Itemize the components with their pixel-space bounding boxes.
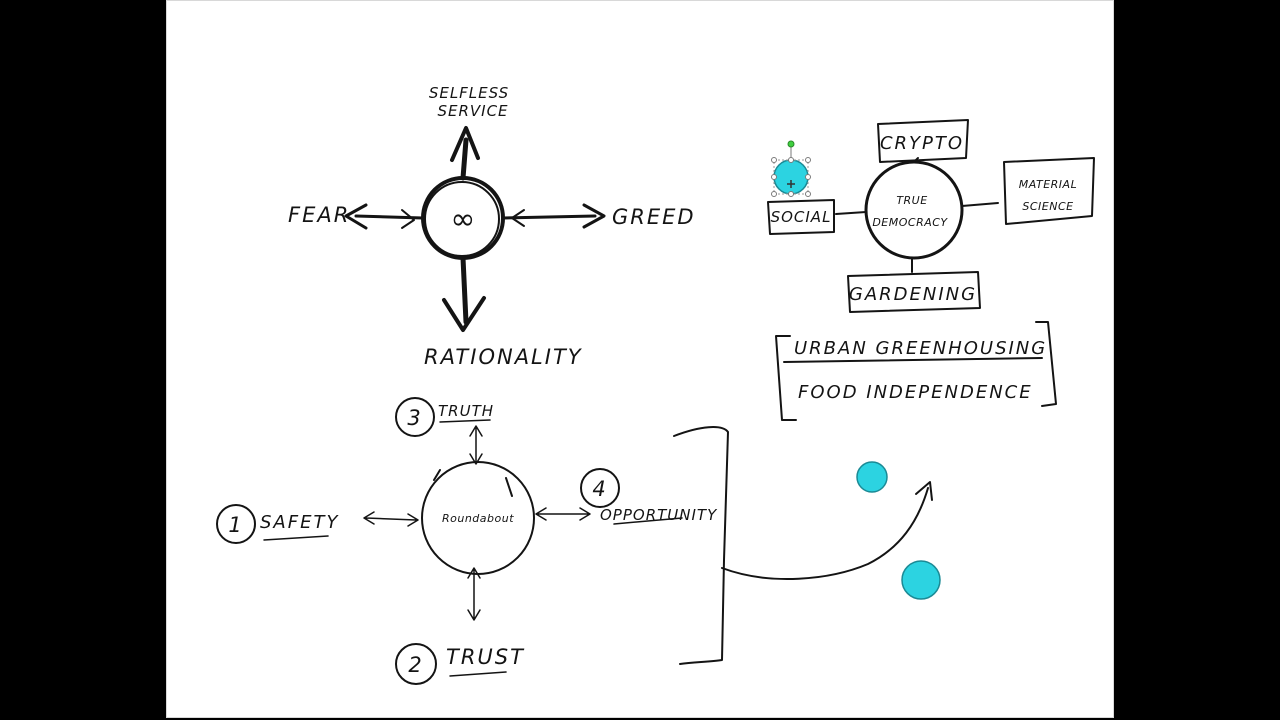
resize-handle-s[interactable] — [788, 191, 794, 197]
cyan-dot-lower[interactable] — [901, 560, 941, 600]
resize-handle-e[interactable] — [805, 174, 811, 180]
urban-box-divider — [783, 357, 1043, 363]
resize-handle-ne[interactable] — [805, 157, 811, 163]
selected-shape[interactable] — [771, 140, 811, 197]
number-1: 1 — [228, 513, 243, 537]
arrow-right-tail — [511, 209, 525, 227]
trust-underline — [449, 671, 507, 677]
arrow-left — [354, 214, 425, 220]
label-selfless: SELFLESS — [429, 84, 509, 102]
safety-underline — [263, 535, 329, 541]
resize-handle-n[interactable] — [788, 157, 794, 163]
arrow-left-head — [344, 203, 368, 230]
resize-handle-sw[interactable] — [771, 191, 777, 197]
gardening-label: GARDENING — [849, 284, 977, 305]
arrow-to-safety — [363, 511, 419, 527]
hub-label-true: TRUE — [896, 194, 927, 207]
cyan-dot-upper[interactable] — [856, 461, 888, 493]
compass-diagram: ∞ SELFLESS SERVICE FEAR GREED RATIONALIT… — [288, 84, 696, 369]
hub-label-democracy: DEMOCRACY — [872, 216, 948, 229]
urban-box-right-bracket — [1035, 321, 1057, 407]
arrow-down-head — [442, 296, 486, 332]
label-service: SERVICE — [437, 102, 508, 120]
arrow-left-tail — [401, 209, 415, 229]
urban-box-left-bracket — [775, 335, 797, 421]
bracket-arrow — [673, 426, 933, 665]
roundabout-label: Roundabout — [442, 512, 514, 525]
gardening-box — [847, 271, 981, 313]
number-3: 3 — [407, 406, 422, 430]
urban-box: URBAN GREENHOUSING FOOD INDEPENDENCE — [775, 321, 1057, 421]
opportunity-underline — [613, 517, 683, 525]
resize-handle-w[interactable] — [771, 174, 777, 180]
number-circle-4 — [580, 468, 620, 508]
label-safety: SAFETY — [260, 512, 339, 533]
roundabout-diagram: Roundabout 3 TRUTH 1 SAFETY 4 OPPORTUNIT… — [216, 397, 718, 685]
arrow-right-head — [582, 203, 606, 229]
material-label: MATERIAL — [1019, 178, 1077, 191]
label-truth: TRUTH — [438, 402, 494, 420]
infinity-symbol: ∞ — [451, 202, 476, 237]
arrow-to-trust — [467, 567, 481, 621]
arrow-to-truth — [469, 425, 483, 465]
resize-handle-nw[interactable] — [771, 157, 777, 163]
truth-underline — [439, 419, 491, 423]
curved-arrow-head — [915, 481, 933, 501]
arrow-down — [460, 255, 469, 325]
number-2: 2 — [408, 653, 423, 677]
label-greed: GREED — [612, 205, 696, 229]
science-label: SCIENCE — [1022, 200, 1073, 213]
social-box — [767, 199, 835, 235]
number-4: 4 — [592, 477, 607, 501]
label-opportunity: OPPORTUNITY — [600, 506, 718, 524]
hub-circle — [864, 160, 964, 260]
crypto-box — [877, 119, 969, 163]
curved-arrow — [721, 487, 929, 580]
crypto-label: CRYPTO — [880, 133, 964, 154]
arrow-up-head — [450, 126, 480, 162]
material-science-box — [1003, 157, 1095, 225]
cyan-dot-selected[interactable] — [773, 159, 809, 195]
connector-right — [961, 202, 999, 207]
number-circle-3 — [395, 397, 435, 437]
social-label: SOCIAL — [771, 208, 832, 226]
resize-handle-se[interactable] — [805, 191, 811, 197]
label-trust: TRUST — [446, 645, 525, 669]
roundabout-flow-marks — [433, 469, 513, 497]
number-circle-2 — [395, 643, 437, 685]
number-circle-1 — [216, 504, 256, 544]
food-independence-label: FOOD INDEPENDENCE — [798, 382, 1033, 403]
label-fear: FEAR — [288, 203, 350, 227]
move-cursor-icon — [787, 180, 795, 188]
connector-left — [835, 211, 867, 215]
arrow-up — [460, 137, 469, 181]
democracy-hub: TRUE DEMOCRACY CRYPTO SOCIAL MATERIAL SC… — [767, 119, 1095, 313]
arrow-right — [501, 214, 597, 220]
right-bracket — [673, 426, 729, 665]
label-rationality: RATIONALITY — [424, 345, 583, 369]
arrow-to-opportunity — [535, 507, 591, 521]
rotate-handle[interactable] — [787, 140, 795, 148]
urban-greenhousing-label: URBAN GREENHOUSING — [794, 338, 1047, 359]
